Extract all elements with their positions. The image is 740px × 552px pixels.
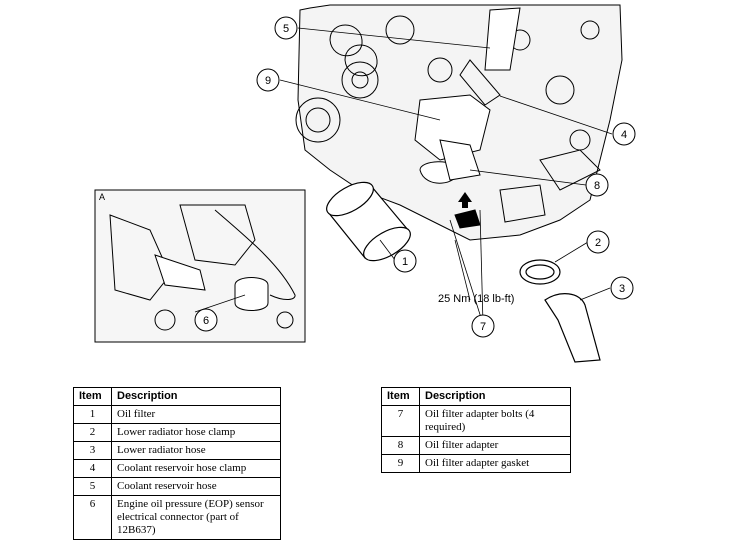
callout-9: 9: [256, 68, 280, 92]
callout-3: 3: [610, 276, 634, 300]
callout-3-number: 3: [619, 283, 625, 295]
callout-4-number: 4: [621, 129, 627, 141]
legend-row: 2 Lower radiator hose clamp: [73, 423, 281, 442]
legend-row: 1 Oil filter: [73, 405, 281, 424]
item-description: Oil filter adapter: [419, 436, 571, 455]
item-description: Coolant reservoir hose clamp: [111, 459, 281, 478]
item-number: 9: [381, 454, 420, 473]
item-number: 5: [73, 477, 112, 496]
view-arrow: A: [458, 192, 472, 222]
item-description: Oil filter adapter gasket: [419, 454, 571, 473]
callout-5-number: 5: [283, 23, 289, 35]
callout-1: 1: [393, 249, 417, 273]
item-description: Oil filter adapter bolts (4 required): [419, 405, 571, 437]
callout-2: 2: [586, 230, 610, 254]
legend-row: 3 Lower radiator hose: [73, 441, 281, 460]
callout-8: 8: [585, 173, 609, 197]
legend-header-row: Item Description: [381, 387, 571, 406]
item-number: 8: [381, 436, 420, 455]
item-description: Oil filter: [111, 405, 281, 424]
callout-8-number: 8: [594, 180, 600, 192]
view-arrow-label: A: [461, 212, 467, 222]
item-number: 2: [73, 423, 112, 442]
legend-row: 9 Oil filter adapter gasket: [381, 454, 571, 473]
item-number: 1: [73, 405, 112, 424]
description-header: Description: [419, 387, 571, 406]
callout-5: 5: [274, 16, 298, 40]
legend-row: 8 Oil filter adapter: [381, 436, 571, 455]
item-description: Coolant reservoir hose: [111, 477, 281, 496]
inset-label: A: [99, 192, 105, 202]
item-number: 6: [73, 495, 112, 540]
item-description: Lower radiator hose: [111, 441, 281, 460]
item-number: 7: [381, 405, 420, 437]
item-description: Lower radiator hose clamp: [111, 423, 281, 442]
legend-table-left: Item Description 1 Oil filter 2 Lower ra…: [73, 387, 281, 540]
legend-row: 5 Coolant reservoir hose: [73, 477, 281, 496]
hose-parts: [519, 259, 601, 363]
callout-9-number: 9: [265, 75, 271, 87]
inset-view: [94, 189, 306, 343]
leader-lines: [194, 27, 613, 325]
legend-row: 7 Oil filter adapter bolts (4 required): [381, 405, 571, 437]
callout-7-number: 7: [480, 321, 486, 333]
engine-diagram: A A 25 Nm (18 lb-ft) 1 2 3 4 5 6 7 8 9: [94, 4, 636, 363]
item-number: 4: [73, 459, 112, 478]
torque-label: 25 Nm (18 lb-ft): [438, 293, 514, 305]
callout-6-number: 6: [203, 315, 209, 327]
engine-block: [295, 4, 623, 241]
oil-filter-drawing: [326, 181, 411, 262]
legend-row: 4 Coolant reservoir hose clamp: [73, 459, 281, 478]
item-number: 3: [73, 441, 112, 460]
callout-1-number: 1: [402, 256, 408, 268]
description-header: Description: [111, 387, 281, 406]
legend-table-right: Item Description 7 Oil filter adapter bo…: [381, 387, 571, 473]
item-description: Engine oil pressure (EOP) sensor electri…: [111, 495, 281, 540]
item-header: Item: [381, 387, 420, 406]
callout-6: 6: [194, 308, 218, 332]
callout-4: 4: [612, 122, 636, 146]
item-header: Item: [73, 387, 112, 406]
callout-2-number: 2: [595, 237, 601, 249]
callout-7: 7: [471, 314, 495, 338]
legend-row: 6 Engine oil pressure (EOP) sensor elect…: [73, 495, 281, 540]
legend-header-row: Item Description: [73, 387, 281, 406]
